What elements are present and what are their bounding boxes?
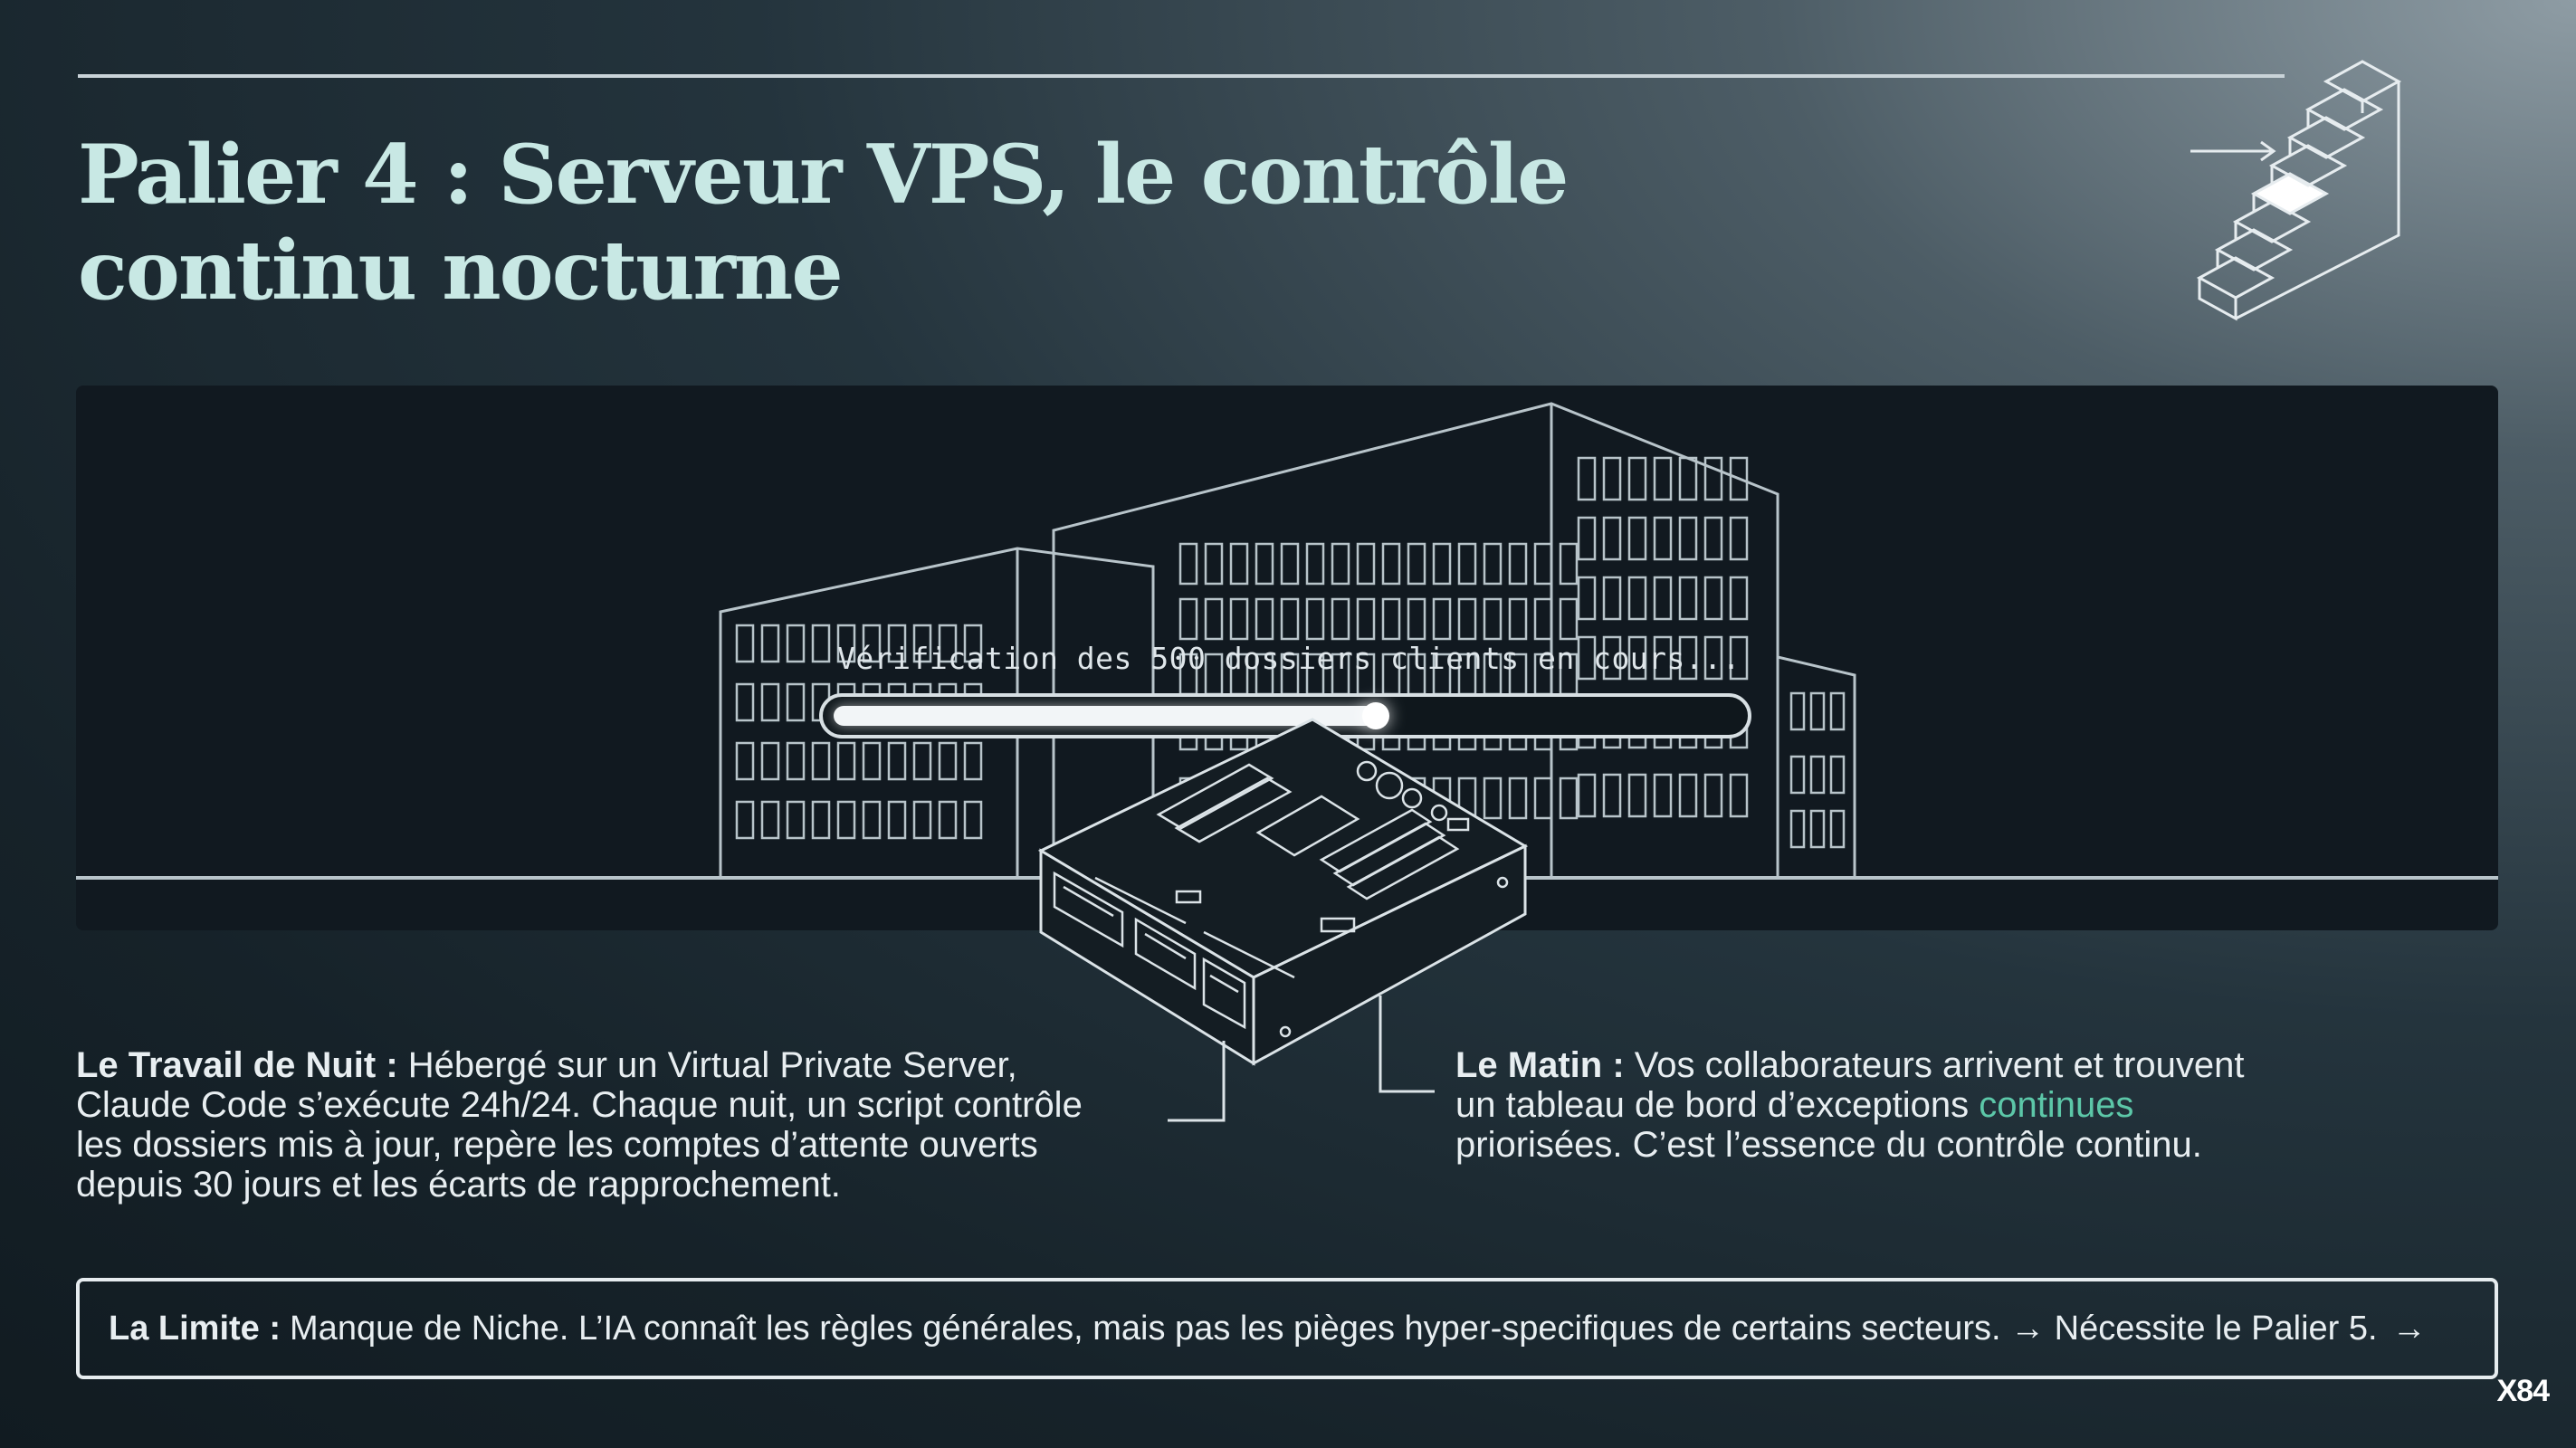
limit-callout: La Limite : Manque de Niche. L’IA connaî… <box>76 1278 2498 1379</box>
night-work-line-1: Hébergé sur un Virtual Private Server, <box>397 1045 1017 1085</box>
night-work-description: Le Travail de Nuit : Hébergé sur un Virt… <box>76 1045 1207 1205</box>
page-title-line-1: Palier 4 : Serveur VPS, le contrôle <box>78 127 1569 223</box>
night-work-line-4: depuis 30 jours et les écarts de rapproc… <box>76 1165 841 1205</box>
night-office-scene: Vérification des 500 dossiers clients en… <box>76 386 2498 930</box>
top-divider <box>78 74 2285 78</box>
morning-line-1: Vos collaborateurs arrivent et trouvent <box>1624 1045 2245 1085</box>
page-title: Palier 4 : Serveur VPS, le contrôle cont… <box>78 127 1617 319</box>
next-arrow-icon: → <box>2391 1309 2427 1348</box>
brand-logo: X84 <box>2496 1374 2550 1408</box>
server-board-icon <box>1037 718 1529 1066</box>
limit-text: Manque de Niche. L’IA connaît les règles… <box>290 1309 2378 1348</box>
progress-knob <box>1362 702 1389 729</box>
page-title-line-2: continu nocturne <box>78 223 844 319</box>
morning-line-3: priorisées. C’est l’essence du contrôle … <box>1455 1125 2202 1165</box>
morning-description: Le Matin : Vos collaborateurs arrivent e… <box>1455 1045 2406 1165</box>
limit-lead: La Limite : <box>109 1309 281 1348</box>
night-work-lead: Le Travail de Nuit : <box>76 1045 398 1085</box>
morning-accent-word: continues <box>1979 1085 2134 1125</box>
morning-lead: Le Matin : <box>1455 1045 1625 1085</box>
staircase-icon <box>2190 60 2402 321</box>
progress-fill <box>834 706 1376 726</box>
morning-line-2: un tableau de bord d’exceptions <box>1455 1085 1980 1125</box>
night-work-line-3: les dossiers mis à jour, repère les comp… <box>76 1125 1038 1165</box>
night-work-line-2: Claude Code s’exécute 24h/24. Chaque nui… <box>76 1085 1083 1125</box>
progress-label: Vérification des 500 dossiers clients en… <box>837 641 1741 676</box>
